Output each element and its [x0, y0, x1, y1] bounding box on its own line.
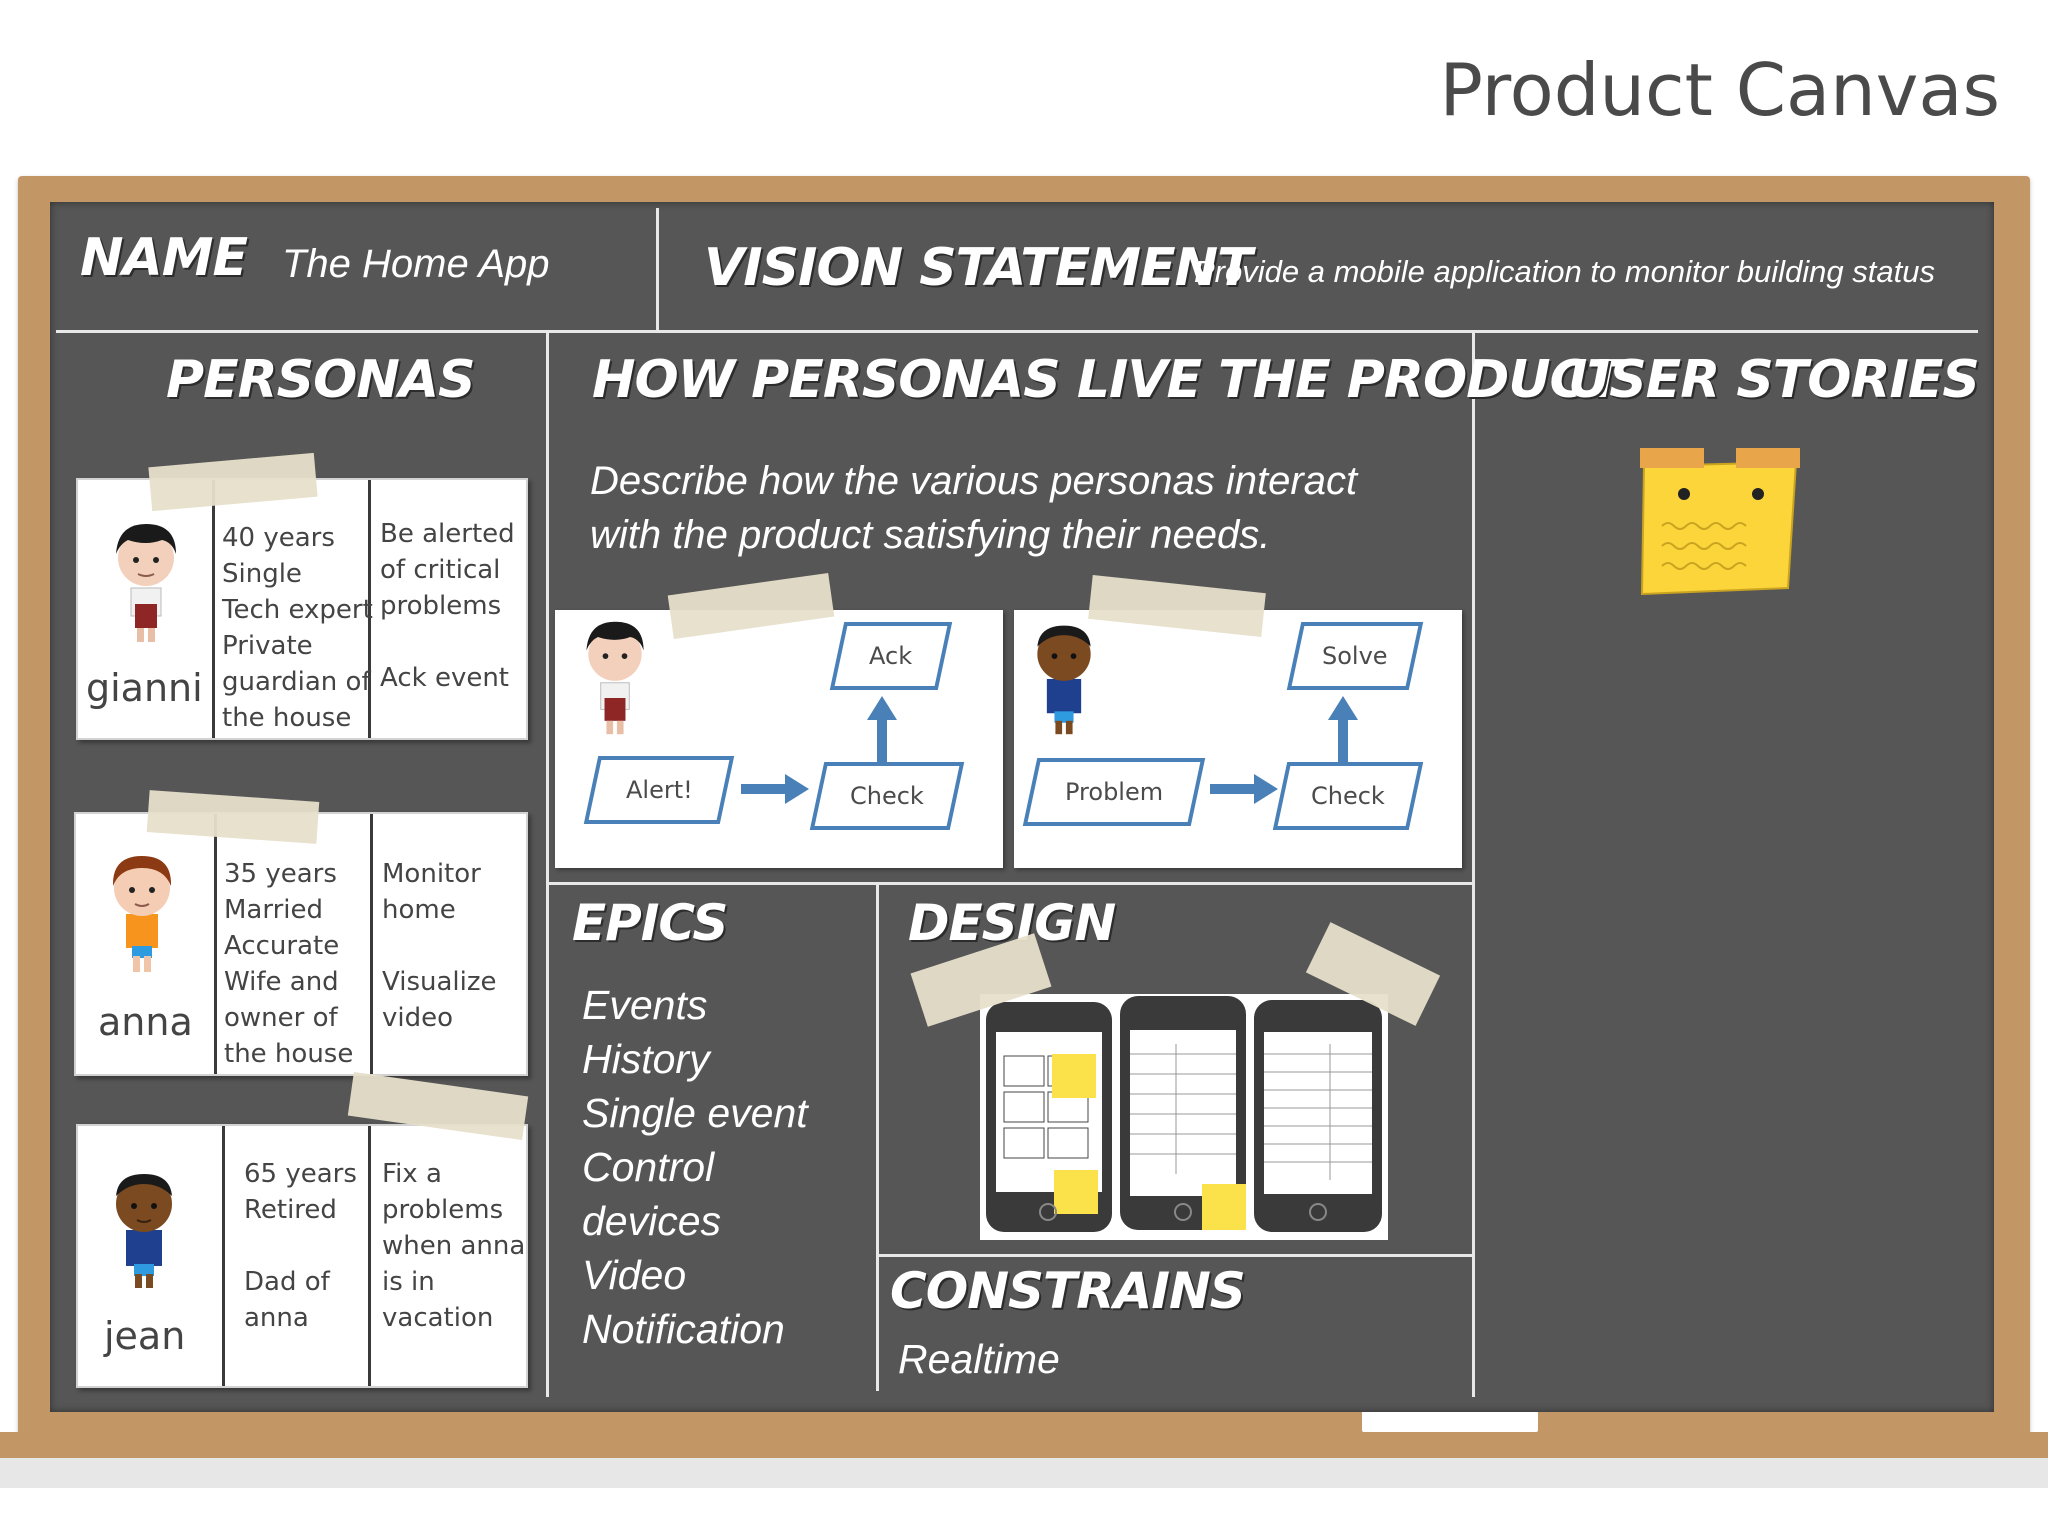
flow-step-label: Check [850, 782, 924, 810]
vision-heading: VISION STATEMENT [704, 238, 1253, 298]
vision-statement: Provide a mobile application to monitor … [1194, 254, 1935, 289]
ledge-shadow [0, 1458, 2048, 1488]
slide-title: Product Canvas [1439, 48, 2000, 132]
flow-step-end: Solve [1286, 622, 1424, 690]
arrow-up-icon [1328, 696, 1358, 764]
persona-name: gianni [86, 666, 203, 710]
flow-panel-jean: Problem Check Solve [1014, 610, 1462, 868]
flow-avatar-jean [1037, 625, 1091, 735]
card-divider [214, 814, 217, 1074]
card-divider [212, 480, 215, 738]
epics-list: Events History Single event Control devi… [582, 978, 808, 1356]
divider-epics [876, 885, 879, 1391]
card-divider [222, 1126, 225, 1386]
persona-avatar-anna [112, 856, 172, 972]
divider-personas [546, 333, 549, 1397]
divider-how [546, 882, 1472, 885]
divider-header [56, 330, 1978, 333]
persona-avatar-jean [116, 1174, 172, 1288]
sticky-note-icon [1640, 448, 1800, 596]
how-description: Describe how the various personas intera… [590, 454, 1357, 562]
flow-step-middle: Check [1272, 762, 1424, 830]
flow-step-label: Alert! [625, 776, 693, 804]
flow-step-label: Ack [869, 642, 913, 670]
arrow-up-icon [867, 696, 897, 764]
persona-name: jean [104, 1314, 186, 1358]
card-divider [368, 1126, 371, 1386]
epic-item: Video [582, 1252, 687, 1298]
flow-avatar-gianni [586, 621, 644, 735]
epics-heading: EPICS [572, 894, 728, 952]
arrow-right-icon [1210, 774, 1278, 804]
chalk-ledge [0, 1432, 2048, 1458]
arrow-right-icon [741, 774, 809, 804]
constrains-value: Realtime [898, 1336, 1060, 1382]
persona-profile: 40 years Single Tech expert Private guar… [222, 523, 373, 733]
phone-mockups-illustration [986, 996, 1382, 1232]
flow-step-middle: Check [809, 762, 965, 830]
product-name: The Home App [282, 242, 550, 286]
how-heading: HOW PERSONAS LIVE THE PRODUCT [592, 350, 1622, 410]
how-description-line2: with the product satisfying their needs. [590, 513, 1271, 557]
constrains-heading: CONSTRAINS [890, 1262, 1246, 1320]
divider-design [879, 1254, 1472, 1257]
persona-goals: Monitor home Visualize video [382, 859, 497, 1033]
flow-step-start: Alert! [583, 756, 735, 824]
flow-panel-gianni: Alert! Check Ack [555, 610, 1003, 868]
card-divider [370, 814, 373, 1074]
chalk-piece [1362, 1410, 1538, 1432]
flow-step-start: Problem [1022, 758, 1206, 826]
persona-avatar-gianni [116, 524, 176, 642]
persona-profile: 35 years Married Accurate Wife and owner… [224, 859, 354, 1069]
name-heading: NAME [80, 228, 248, 288]
how-description-line1: Describe how the various personas intera… [590, 459, 1358, 503]
flow-step-end: Ack [829, 622, 953, 690]
divider-user-stories [1472, 333, 1475, 1397]
epic-item: Notification [582, 1306, 785, 1352]
persona-name: anna [98, 1000, 193, 1044]
card-divider [368, 480, 371, 738]
persona-card-gianni: gianni 40 years Single Tech expert Priva… [76, 478, 528, 740]
epic-item: History [582, 1036, 710, 1082]
epic-item: Events [582, 982, 708, 1028]
personas-heading: PERSONAS [166, 350, 476, 410]
persona-goals: Fix a problems when anna is in vacation [382, 1159, 526, 1333]
epic-item: devices [582, 1198, 722, 1244]
design-mockup [980, 994, 1388, 1240]
blackboard: NAME The Home App VISION STATEMENT Provi… [50, 202, 1994, 1412]
persona-card-jean: jean 65 years Retired Dad of anna Fix a … [76, 1124, 528, 1388]
persona-profile: 65 years Retired Dad of anna [244, 1159, 357, 1333]
persona-card-anna: anna 35 years Married Accurate Wife and … [74, 812, 528, 1076]
flow-step-label: Check [1311, 782, 1385, 810]
flow-step-label: Solve [1322, 642, 1388, 670]
persona-goals: Be alerted of critical problems Ack even… [380, 519, 515, 693]
user-stories-heading: USER STORIES [1568, 350, 1980, 410]
flow-step-label: Problem [1064, 778, 1164, 806]
epic-item: Single event [582, 1090, 808, 1136]
epic-item: Control [582, 1144, 715, 1190]
divider-name-vision [656, 208, 659, 330]
